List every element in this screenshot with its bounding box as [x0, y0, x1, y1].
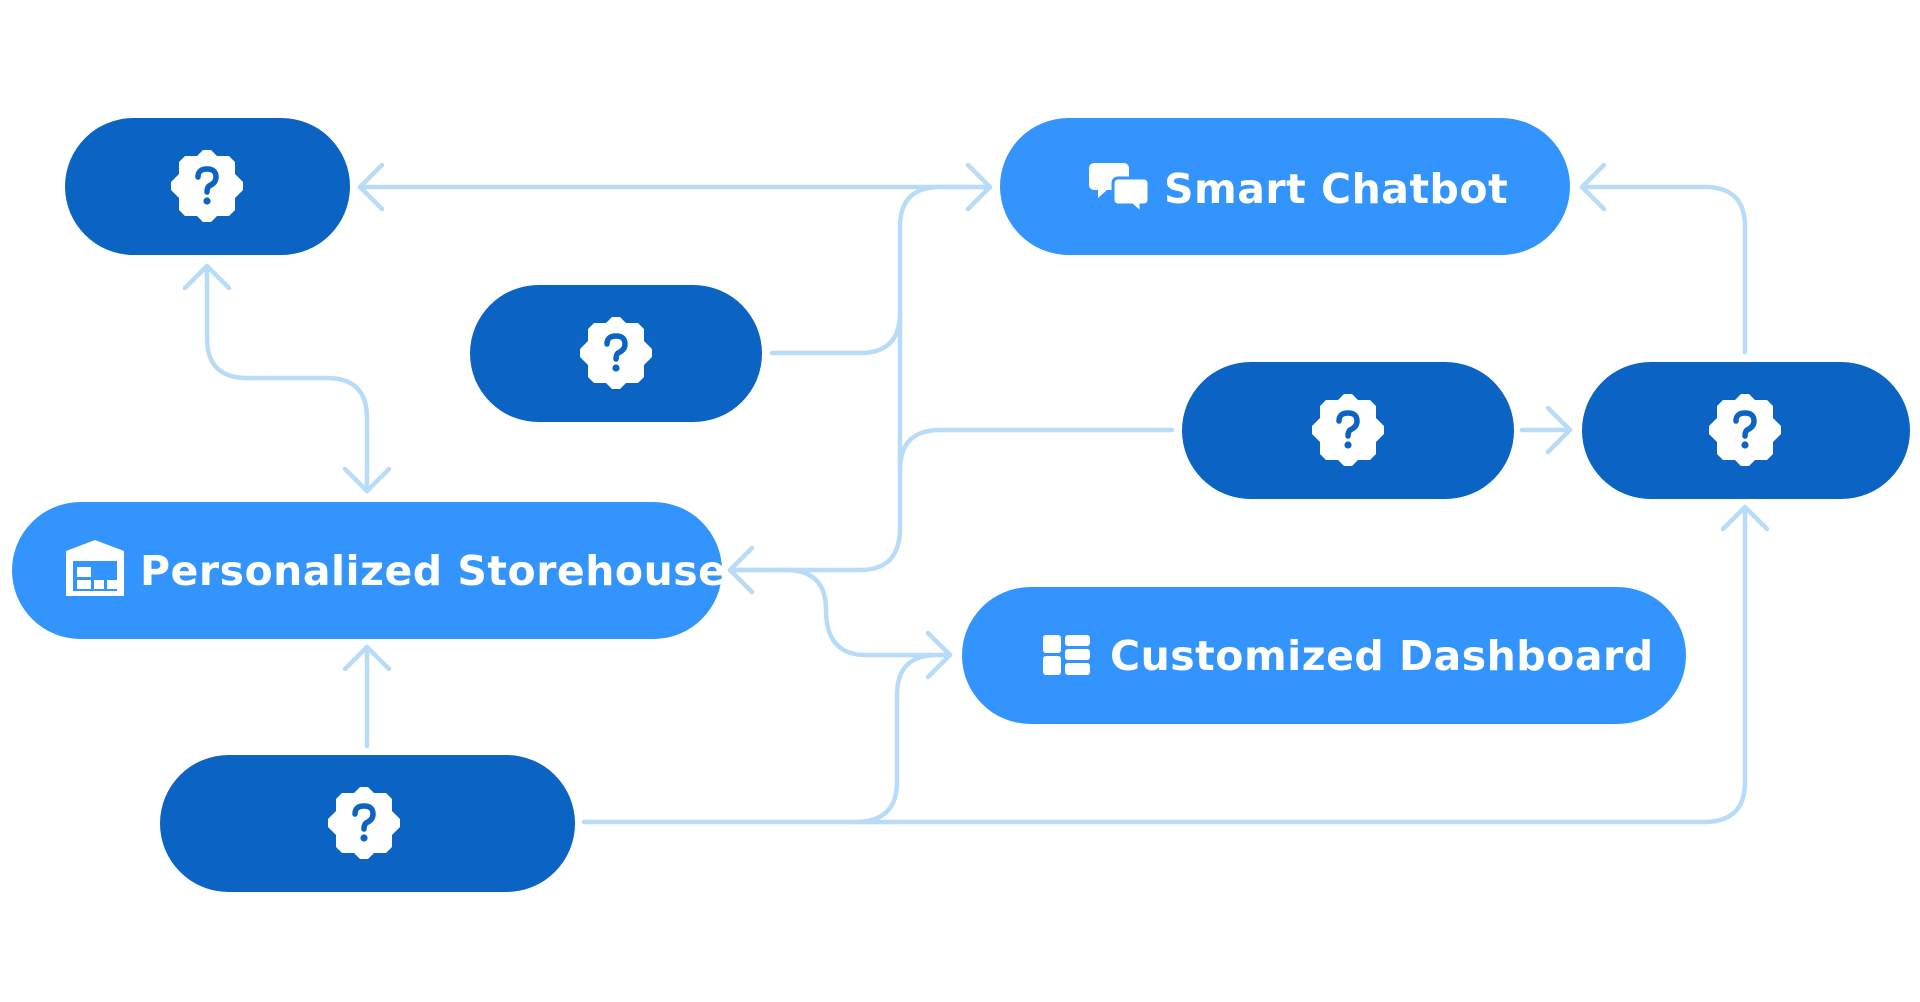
node-customized-dashboard[interactable]: Customized Dashboard [962, 587, 1686, 724]
edge-storehouse-to-dashboard [727, 567, 953, 658]
edge-bottom-branch-dashboard [852, 652, 953, 825]
node-personalized-storehouse[interactable]: Personalized Storehouse [12, 502, 726, 639]
warehouse-icon [66, 540, 124, 596]
arrowhead-up-storehouse [342, 644, 392, 672]
question-badge-icon [1709, 394, 1781, 466]
question-badge-icon [171, 150, 243, 222]
edge-middle-to-bus [769, 310, 903, 356]
edges [182, 162, 1770, 825]
unknown-node-bottom[interactable] [160, 755, 575, 892]
unknown-node-far-right[interactable] [1582, 362, 1910, 499]
arrowhead-down-storehouse [342, 466, 392, 494]
arrowhead-left-topleft [357, 162, 385, 212]
arrowhead-right-farright [1545, 405, 1573, 455]
unknown-node-center-right[interactable] [1182, 362, 1514, 499]
edge-topleft-storehouse [204, 263, 370, 494]
chat-bubbles-icon [1089, 163, 1151, 217]
personalized-storehouse-label: Personalized Storehouse [140, 547, 726, 595]
node-smart-chatbot[interactable]: Smart Chatbot [1000, 118, 1570, 255]
customized-dashboard-label: Customized Dashboard [1110, 632, 1654, 680]
arrowhead-up-farright [1720, 504, 1770, 532]
dashboard-grid-icon [1043, 635, 1090, 675]
edge-bottom-to-dashboard-farright [581, 504, 1748, 825]
question-badge-icon [580, 317, 652, 389]
edge-bus-chatbot-storehouse [727, 184, 993, 573]
question-badge-icon [1312, 394, 1384, 466]
smart-chatbot-label: Smart Chatbot [1164, 165, 1508, 213]
edge-farright-to-chatbot [1579, 184, 1748, 355]
unknown-node-top-left[interactable] [65, 118, 350, 255]
question-badge-icon [328, 787, 400, 859]
arrowhead-up-topleft [182, 263, 232, 291]
unknown-node-middle[interactable] [470, 285, 762, 422]
arrowhead-left-chatbot [1579, 162, 1607, 212]
edge-centerright-to-bus [897, 427, 1175, 473]
